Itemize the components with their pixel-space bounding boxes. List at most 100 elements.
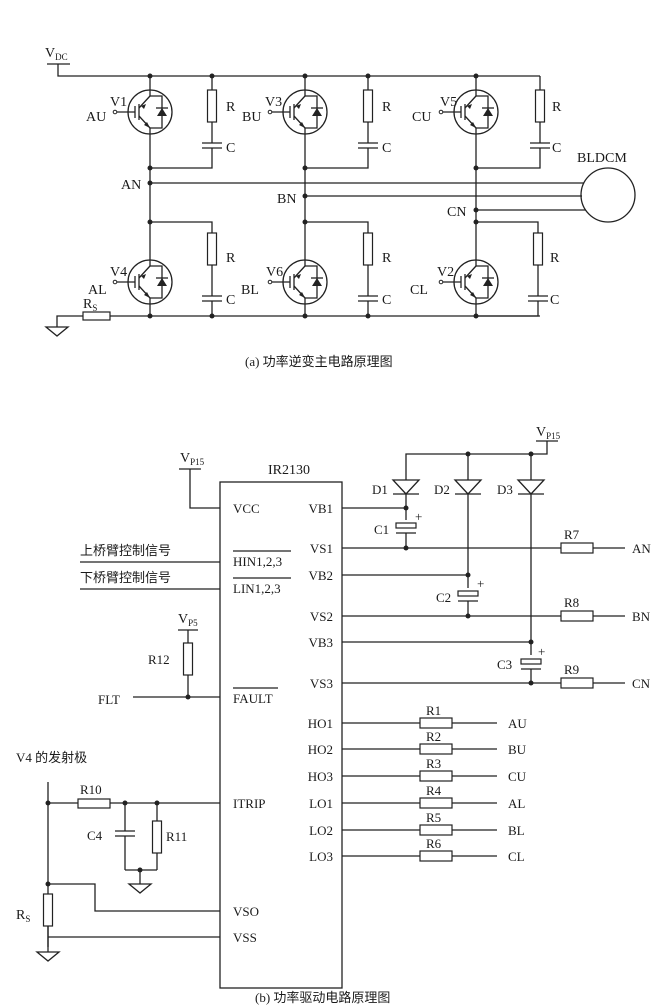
- v4-label: V4: [110, 265, 127, 280]
- gate-resistor-label: R1: [426, 703, 441, 718]
- pin-fault: FAULT: [233, 691, 273, 706]
- flt-label: FLT: [98, 692, 120, 707]
- phase-resistor-label: R7: [564, 527, 580, 542]
- figure-b-driver: IR2130 VP15 VCC 上桥臂控制信号 下桥臂控制信号 HIN1,2,3…: [16, 425, 651, 1005]
- c-label: C: [226, 293, 235, 308]
- dc-bus: [57, 64, 540, 77]
- gate-resistor-label: R3: [426, 756, 441, 771]
- gate-resistor-label: R6: [426, 836, 442, 851]
- igbt-v4-icon: [112, 245, 173, 319]
- figure-a-inverter: VDC RS: [45, 46, 636, 369]
- pin-itrip: ITRIP: [233, 796, 266, 811]
- phase-leg-b: V3 BU V6 BL R C R C: [241, 73, 392, 319]
- r-label: R: [382, 100, 392, 115]
- gate-resistor: [419, 770, 453, 782]
- c1-label: C1: [374, 522, 389, 537]
- caption-b: (b) 功率驱动电路原理图: [255, 990, 390, 1005]
- pin-vs3: VS3: [310, 676, 333, 691]
- gate-net-label: AU: [508, 716, 527, 731]
- pin-hin: HIN1,2,3: [233, 554, 282, 569]
- igbt-v2-icon: [438, 245, 499, 319]
- pin-lo1: LO1: [309, 796, 333, 811]
- ground-icon: [36, 951, 60, 962]
- r-label: R: [550, 251, 560, 266]
- cn-label: CN: [447, 205, 466, 220]
- r-label: R: [226, 251, 236, 266]
- r12-label: R12: [148, 652, 170, 667]
- diode-icon: [391, 479, 421, 495]
- vp15-label: VP15: [180, 451, 205, 467]
- gate-net-label: BL: [508, 823, 525, 838]
- gate-resistor: [419, 824, 453, 836]
- v5-label: V5: [440, 95, 457, 110]
- rs-label: RS: [83, 297, 97, 313]
- c-label: C: [382, 293, 391, 308]
- gate-net-label: CU: [508, 769, 527, 784]
- gate-resistor: [419, 797, 453, 809]
- upper-signal-label: 上桥臂控制信号: [80, 543, 171, 558]
- rs-label: RS: [16, 908, 30, 924]
- diode-label: D1: [372, 482, 388, 497]
- igbt-v6-icon: [267, 245, 328, 319]
- diode-icon: [453, 479, 483, 495]
- v6-label: V6: [266, 265, 283, 280]
- pin-vcc: VCC: [233, 501, 260, 516]
- phase-net-label: AN: [632, 541, 651, 556]
- pin-lo2: LO2: [309, 823, 333, 838]
- pin-vss: VSS: [233, 930, 257, 945]
- phase-resistor: [560, 610, 594, 622]
- r10-label: R10: [80, 782, 102, 797]
- v1-label: V1: [110, 95, 127, 110]
- pin-vb2: VB2: [308, 568, 333, 583]
- bu-label: BU: [242, 110, 261, 125]
- phase-leg-a: V1 AU V4 AL R C R C: [86, 73, 236, 319]
- gate-resistor-label: R4: [426, 783, 442, 798]
- c4-label: C4: [87, 828, 103, 843]
- c-label: C: [552, 141, 561, 156]
- vp5-label: VP5: [178, 612, 198, 628]
- al-label: AL: [88, 283, 107, 298]
- c3-label: C3: [497, 657, 512, 672]
- caption-a: (a) 功率逆变主电路原理图: [245, 354, 393, 369]
- plus-label: +: [415, 509, 422, 524]
- v4-emitter-label: V4 的发射极: [16, 750, 87, 765]
- pin-vb1: VB1: [308, 501, 333, 516]
- pin-vso: VSO: [233, 904, 259, 919]
- pin-ho1: HO1: [308, 716, 333, 731]
- phase-resistor-label: R9: [564, 662, 579, 677]
- cu-label: CU: [412, 110, 431, 125]
- an-label: AN: [121, 178, 141, 193]
- c2-capacitor: [457, 590, 479, 597]
- gate-net-label: AL: [508, 796, 525, 811]
- ground-icon: [45, 326, 69, 337]
- pin-lo3: LO3: [309, 849, 333, 864]
- c-label: C: [550, 293, 559, 308]
- ir2130-chip: [219, 481, 343, 989]
- igbt-v1-icon: [112, 75, 173, 149]
- c-label: C: [382, 141, 391, 156]
- gate-resistor: [419, 717, 453, 729]
- c2-label: C2: [436, 590, 451, 605]
- bl-label: BL: [241, 283, 259, 298]
- igbt-v3-icon: [267, 75, 328, 149]
- phase-leg-c: V5 CU V2 CL R C R C: [410, 73, 562, 319]
- v3-label: V3: [265, 95, 282, 110]
- gate-net-label: CL: [508, 849, 525, 864]
- gate-resistor-label: R2: [426, 729, 441, 744]
- r10-resistor: [77, 798, 111, 809]
- c1-capacitor: [395, 522, 417, 529]
- r11-label: R11: [166, 829, 187, 844]
- pin-vb3: VB3: [308, 635, 333, 650]
- diode-label: D2: [434, 482, 450, 497]
- gate-resistor-label: R5: [426, 810, 441, 825]
- pin-vs2: VS2: [310, 609, 333, 624]
- phase-net-label: BN: [632, 609, 651, 624]
- bn-label: BN: [277, 192, 296, 207]
- vdc-label: VDC: [45, 46, 68, 62]
- plus-label: +: [477, 576, 484, 591]
- r-label: R: [382, 251, 392, 266]
- au-label: AU: [86, 110, 106, 125]
